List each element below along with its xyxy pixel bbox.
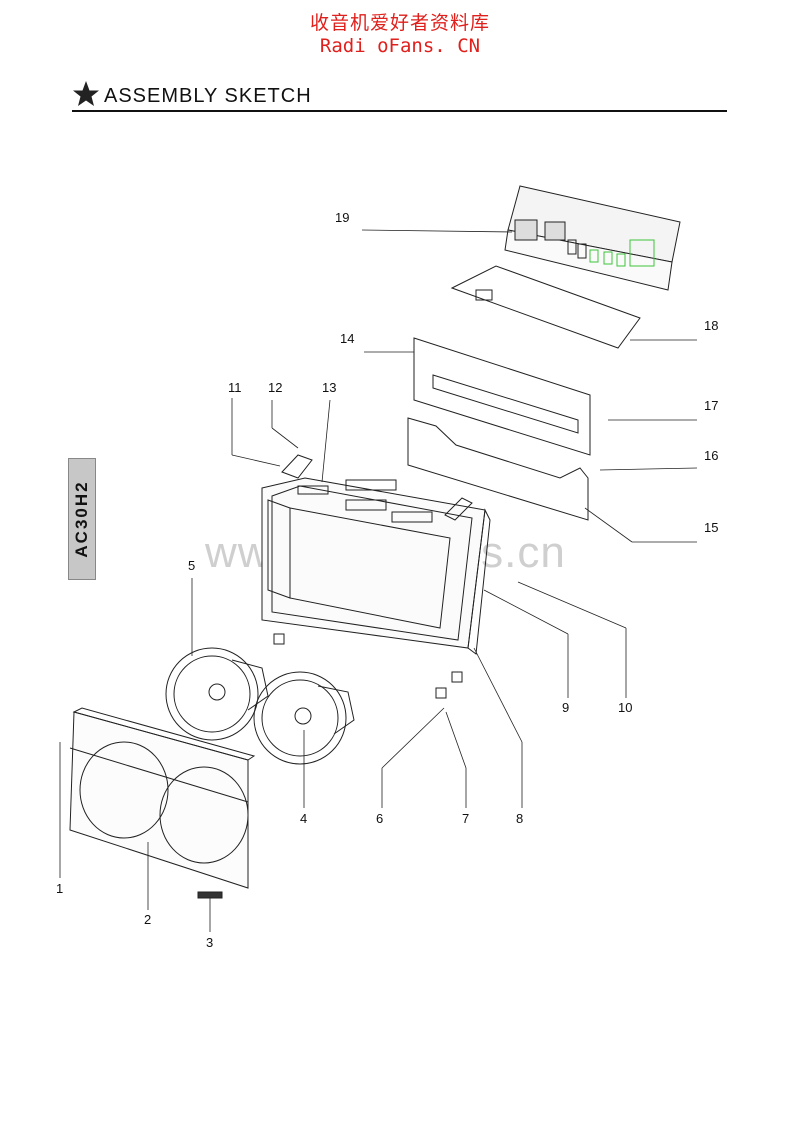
callout-5: 5 (188, 558, 195, 573)
title-rule (72, 110, 727, 112)
speaker-5 (165, 647, 269, 741)
callout-16: 16 (704, 448, 718, 463)
callout-14: 14 (340, 331, 354, 346)
callout-1: 1 (56, 881, 63, 896)
front-baffle (69, 707, 256, 889)
model-side-tab: AC30H2 (68, 458, 96, 580)
top-panel (450, 265, 641, 349)
back-panel-upper (413, 337, 591, 456)
speaker-4 (253, 671, 355, 765)
callout-17: 17 (704, 398, 718, 413)
callout-6: 6 (376, 811, 383, 826)
callout-9: 9 (562, 700, 569, 715)
callout-15: 15 (704, 520, 718, 535)
watermark-english: Radi oFans. CN (319, 35, 481, 57)
callout-10: 10 (618, 700, 632, 715)
page-title: ASSEMBLY SKETCH (104, 85, 312, 107)
cabinet (261, 477, 491, 655)
callout-7: 7 (462, 811, 469, 826)
callout-2: 2 (144, 912, 151, 927)
handle-brackets (281, 454, 473, 523)
star-icon (73, 81, 99, 106)
back-panel-lower (407, 417, 589, 521)
callout-3: 3 (206, 935, 213, 950)
watermark-chinese: 收音机爱好者资料库 (309, 12, 490, 34)
amp-chassis (504, 185, 681, 291)
callout-11: 11 (228, 380, 242, 395)
callout-18: 18 (704, 318, 718, 333)
callout-19: 19 (335, 210, 349, 225)
callout-4: 4 (300, 811, 307, 826)
callout-13: 13 (322, 380, 336, 395)
callout-12: 12 (268, 380, 282, 395)
callout-8: 8 (516, 811, 523, 826)
